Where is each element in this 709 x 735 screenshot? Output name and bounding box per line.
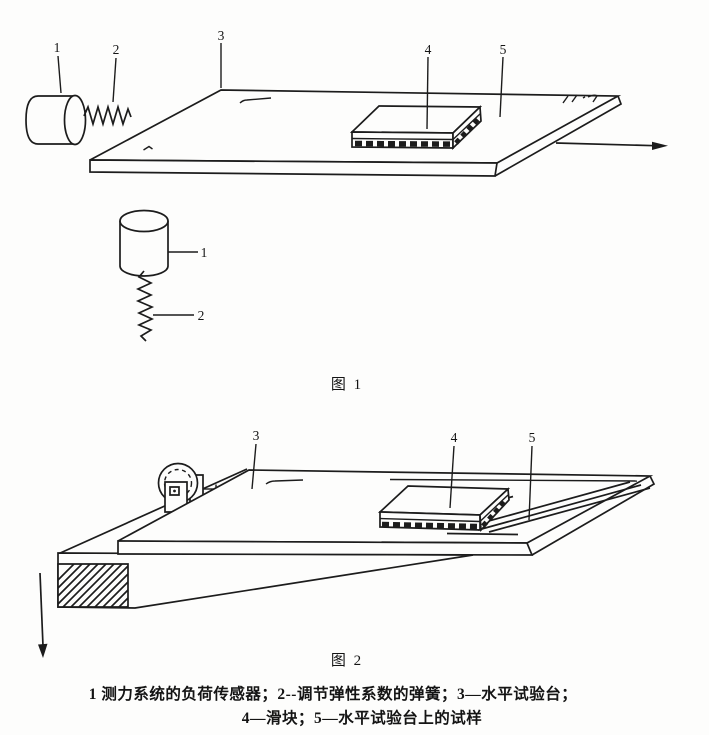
legend-line-1: 1 测力系统的负荷传感器；2--调节弹性系数的弹簧；3—水平试验台；	[88, 686, 578, 703]
figure1-slider-block	[349, 105, 483, 151]
figure1-label-4: 4	[425, 42, 432, 57]
figure2-guide-rail	[265, 479, 651, 536]
figure2-caption: 图 2	[330, 653, 364, 669]
figure1-label-2: 2	[113, 42, 120, 57]
figure1-label-3: 3	[218, 28, 225, 43]
figure1-surface-marks	[143, 94, 598, 151]
figure1-leader-lines	[57, 43, 504, 130]
figure1-inset-spring	[135, 270, 155, 342]
figure2-label-3: 3	[253, 428, 260, 443]
figure2-hatched-block	[57, 563, 129, 608]
figure1-load-cell-cylinder	[25, 94, 87, 146]
figure2-force-arrow	[38, 572, 48, 658]
figure1-spring	[83, 103, 132, 128]
figure1-inset-load-cell	[119, 209, 169, 277]
figure2-pulley	[157, 462, 217, 513]
figure1-inset-label-1: 1	[201, 245, 208, 260]
figure2-leader-lines	[251, 443, 533, 521]
figure2-label-5: 5	[529, 430, 536, 445]
figure2-label-4: 4	[451, 430, 458, 445]
figure1-test-table	[89, 89, 623, 177]
figure1-label-1: 1	[54, 40, 61, 55]
legend-line-2: 4—滑块；5—水平试验台上的试样	[241, 710, 483, 727]
figure1-inset-label-2: 2	[198, 308, 205, 323]
figure1-motion-arrow	[555, 141, 668, 150]
figure2-slider-block	[377, 485, 511, 533]
figure1-label-5: 5	[500, 42, 507, 57]
figure1-caption: 图 1	[330, 377, 364, 393]
figure1-inset-leader-lines	[153, 251, 198, 316]
